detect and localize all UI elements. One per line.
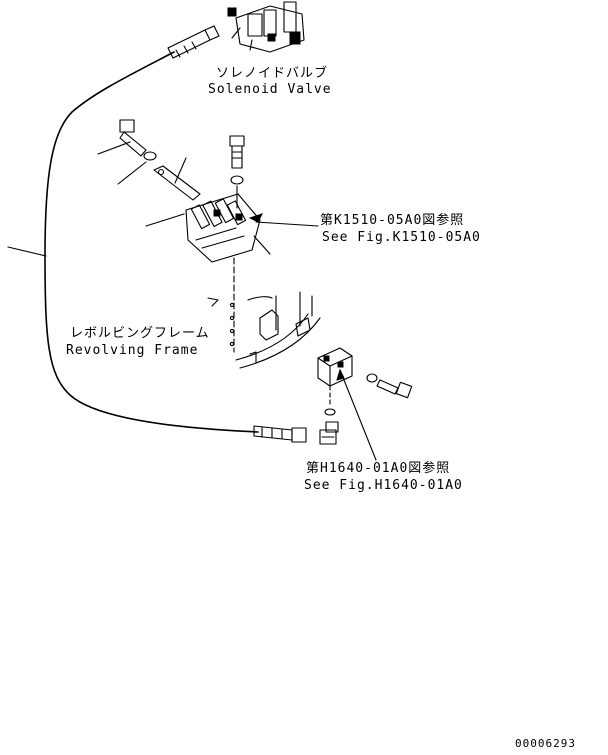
revolving-frame-label-jp: レボルビングフレーム bbox=[70, 326, 210, 341]
hose-branch-left bbox=[7, 246, 47, 257]
washer-upper-left bbox=[143, 151, 157, 161]
leader-line-h1640 bbox=[339, 369, 377, 461]
hose-line bbox=[44, 51, 259, 433]
bolt-right bbox=[376, 379, 413, 399]
leader-line bbox=[174, 157, 187, 184]
upper-hose-fitting bbox=[167, 25, 220, 59]
leader-line bbox=[145, 213, 185, 227]
bolt-upper-left bbox=[119, 119, 147, 157]
ref-k1510-label-jp: 第K1510-05A0図参照 bbox=[320, 213, 465, 228]
leader-line bbox=[97, 141, 131, 155]
solenoid-valve-label-en: Solenoid Valve bbox=[208, 82, 332, 97]
manifold-block-graphic bbox=[317, 347, 353, 387]
ref-k1510-label-en: See Fig.K1510-05A0 bbox=[322, 230, 481, 245]
washer-center bbox=[230, 175, 244, 185]
leader-line bbox=[253, 235, 271, 255]
solenoid-valve-label-jp: ソレノイドバルブ bbox=[216, 66, 329, 81]
bracket-plate bbox=[153, 165, 201, 201]
ref-h1640-label-en: See Fig.H1640-01A0 bbox=[304, 478, 463, 493]
revolving-frame-graphic bbox=[207, 291, 321, 369]
o-ring bbox=[324, 408, 336, 416]
revolving-frame-label-en: Revolving Frame bbox=[66, 343, 199, 358]
leader-line bbox=[117, 161, 147, 185]
ref-h1640-label-jp: 第H1640-01A0図参照 bbox=[306, 461, 451, 476]
leader-line-k1510 bbox=[255, 221, 319, 227]
drawing-number: 00006293 bbox=[515, 737, 576, 750]
washer-right bbox=[366, 373, 378, 383]
elbow-fitting bbox=[319, 421, 339, 445]
bolt-center bbox=[229, 135, 245, 169]
control-valve-graphic bbox=[185, 193, 263, 263]
lower-hose-fitting bbox=[253, 425, 307, 443]
solenoid-valve-graphic bbox=[227, 1, 305, 53]
